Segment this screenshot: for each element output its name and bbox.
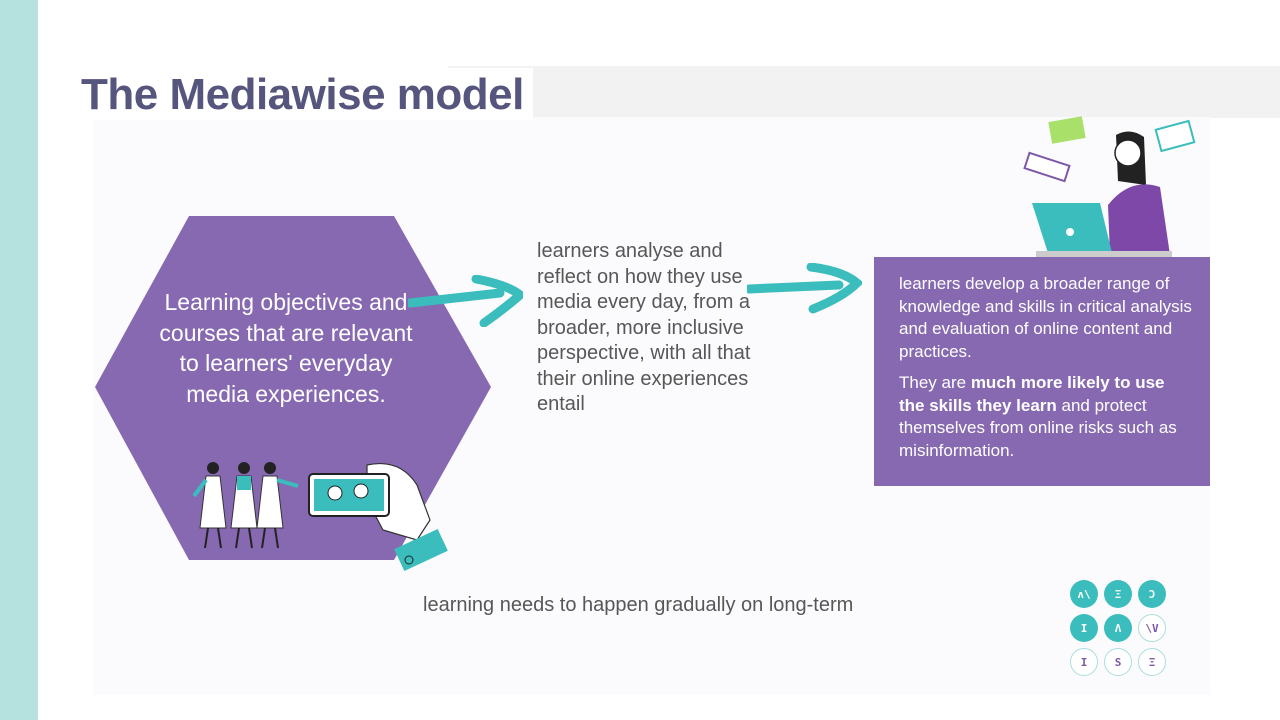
arrow-right-brush-icon: [747, 263, 862, 314]
logo-cell: I: [1070, 648, 1098, 676]
logo-cell: I: [1070, 614, 1098, 642]
title-background: [80, 68, 533, 120]
logo-cell: S: [1104, 648, 1132, 676]
slide-title: The Mediawise model: [81, 70, 524, 119]
logo-cell: Ξ: [1138, 648, 1166, 676]
outcome-paragraph-2: They are much more likely to use the ski…: [899, 372, 1192, 462]
outcome-text-post: and protect themselves from online risks…: [899, 395, 1177, 460]
outcome-text-bold: much more likely to use the skills they …: [899, 373, 1165, 415]
bottom-caption: learning needs to happen gradually on lo…: [423, 594, 854, 616]
header-strip: [448, 66, 1280, 118]
friends-illustration: [192, 462, 299, 549]
left-accent-bar: [0, 0, 38, 720]
hexagon-text: Learning objectives and courses that are…: [159, 289, 413, 407]
woman-laptop-illustration: [1023, 116, 1196, 257]
logo-cell: ʌ\: [1070, 580, 1098, 608]
learners-analyse-text: learners analyse and reflect on how they…: [537, 240, 751, 415]
logo-cell: \V: [1138, 614, 1166, 642]
logo-cell: Ɔ: [1138, 580, 1166, 608]
outcome-text-pre: They are: [899, 373, 971, 392]
logo-cell: Λ: [1104, 614, 1132, 642]
phone-video-call-illustration: [308, 463, 448, 572]
logo-cell: Ξ: [1104, 580, 1132, 608]
arrow-right-brush-icon: [408, 275, 523, 327]
outcome-paragraph-1: learners develop a broader range of know…: [899, 274, 1192, 361]
outcome-box: learners develop a broader range of know…: [874, 257, 1210, 486]
